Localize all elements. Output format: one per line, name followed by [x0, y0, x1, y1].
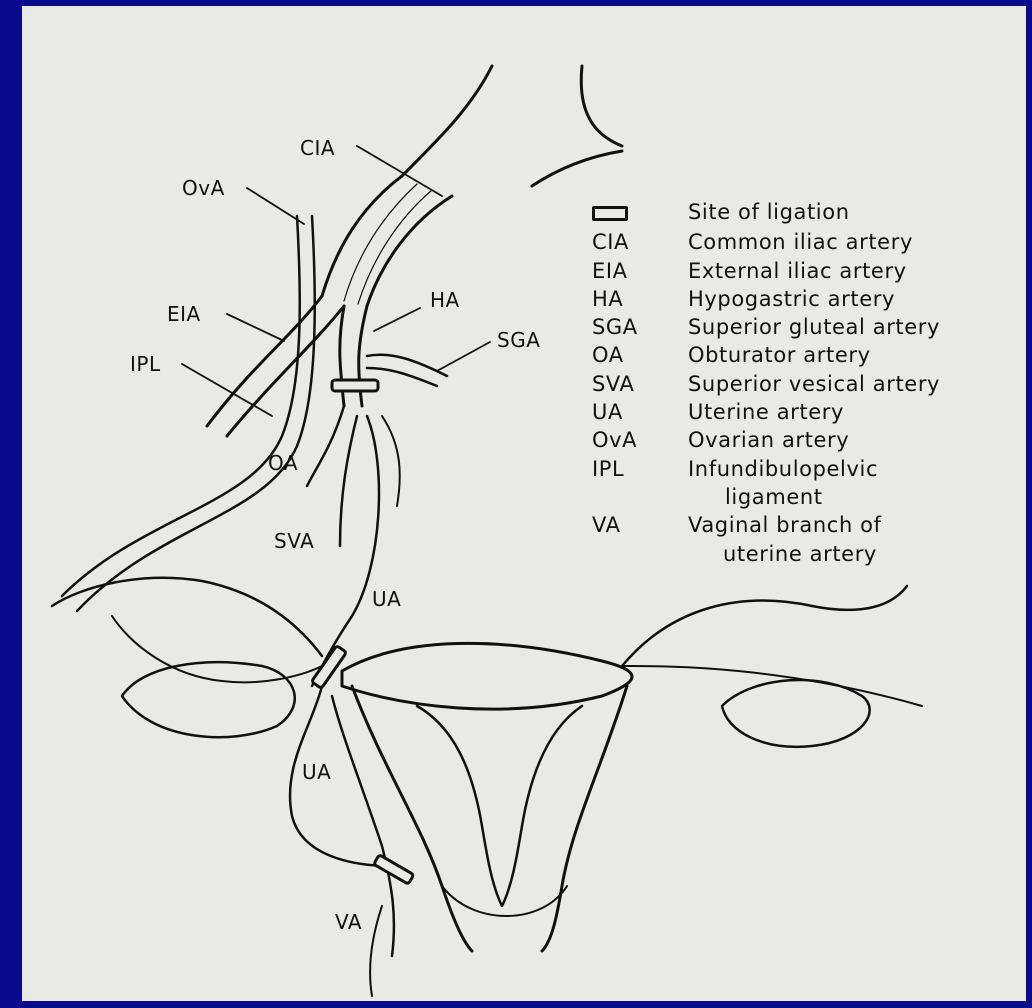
- legend-ligation-swatch: [592, 198, 688, 228]
- legend-desc: Superior gluteal artery: [688, 313, 1022, 341]
- vaginal-branch: [370, 906, 382, 996]
- right-fallopian-tube: [622, 586, 907, 666]
- leader-sga: [437, 342, 490, 371]
- legend-abbr: OA: [592, 341, 688, 369]
- legend-desc: External iliac artery: [688, 257, 1022, 285]
- legend-continuation: uterine artery: [592, 540, 1022, 568]
- legend-abbr: HA: [592, 285, 688, 313]
- legend-row: IPL Infundibulopelvic: [592, 455, 1022, 483]
- legend-abbr: IPL: [592, 455, 688, 483]
- legend-row: SVA Superior vesical artery: [592, 370, 1022, 398]
- legend-row: HA Hypogastric artery: [592, 285, 1022, 313]
- label-ova: OvA: [182, 178, 225, 198]
- aorta-outline: [402, 66, 622, 186]
- ligation-site-hypogastric: [332, 380, 378, 391]
- legend-row: CIA Common iliac artery: [592, 228, 1022, 256]
- legend-row-ligation: Site of ligation: [592, 198, 1022, 228]
- leader-ova: [247, 188, 304, 224]
- left-ovary: [122, 662, 295, 737]
- leader-eia: [227, 314, 284, 341]
- legend-abbr: VA: [592, 511, 688, 539]
- label-ua-lower: UA: [302, 762, 331, 782]
- legend-abbr: SGA: [592, 313, 688, 341]
- legend-row: OA Obturator artery: [592, 341, 1022, 369]
- right-ovary: [722, 680, 870, 747]
- leader-ha: [374, 308, 420, 331]
- left-fallopian-tube: [52, 578, 322, 656]
- label-ua-upper: UA: [372, 589, 401, 609]
- legend-abbr: SVA: [592, 370, 688, 398]
- leader-ipl: [182, 364, 272, 416]
- legend-desc: Uterine artery: [688, 398, 1022, 426]
- external-iliac-artery: [207, 296, 344, 436]
- legend-row: EIA External iliac artery: [592, 257, 1022, 285]
- legend-row: OvA Ovarian artery: [592, 426, 1022, 454]
- label-sga: SGA: [497, 330, 540, 350]
- legend-continuation: ligament: [592, 483, 1022, 511]
- uterine-fundus: [342, 643, 632, 709]
- legend: Site of ligation CIA Common iliac artery…: [592, 198, 1022, 568]
- label-oa: OA: [268, 453, 298, 473]
- legend-desc: Infundibulopelvic: [688, 455, 1022, 483]
- legend-row: VA Vaginal branch of: [592, 511, 1022, 539]
- legend-abbr: CIA: [592, 228, 688, 256]
- legend-row: SGA Superior gluteal artery: [592, 313, 1022, 341]
- legend-abbr: UA: [592, 398, 688, 426]
- leader-cia: [357, 146, 442, 196]
- legend-abbr: EIA: [592, 257, 688, 285]
- legend-row: UA Uterine artery: [592, 398, 1022, 426]
- legend-desc: Site of ligation: [688, 198, 1022, 228]
- superior-vesical-artery: [340, 416, 357, 546]
- label-va: VA: [335, 912, 362, 932]
- obturator-artery: [307, 406, 344, 486]
- legend-abbr: OvA: [592, 426, 688, 454]
- uterine-cavity: [417, 706, 582, 906]
- label-eia: EIA: [167, 304, 201, 324]
- label-ha: HA: [430, 290, 460, 310]
- legend-desc: Hypogastric artery: [688, 285, 1022, 313]
- ligation-site-vaginal: [374, 855, 414, 885]
- label-sva: SVA: [274, 531, 314, 551]
- legend-desc: Superior vesical artery: [688, 370, 1022, 398]
- label-ipl: IPL: [130, 354, 161, 374]
- legend-desc: Obturator artery: [688, 341, 1022, 369]
- label-cia: CIA: [300, 138, 335, 158]
- legend-desc: Vaginal branch of: [688, 511, 1022, 539]
- slide-panel: CIA OvA EIA IPL HA SGA OA SVA UA UA VA S…: [22, 6, 1026, 1001]
- legend-desc: Ovarian artery: [688, 426, 1022, 454]
- legend-desc: Common iliac artery: [688, 228, 1022, 256]
